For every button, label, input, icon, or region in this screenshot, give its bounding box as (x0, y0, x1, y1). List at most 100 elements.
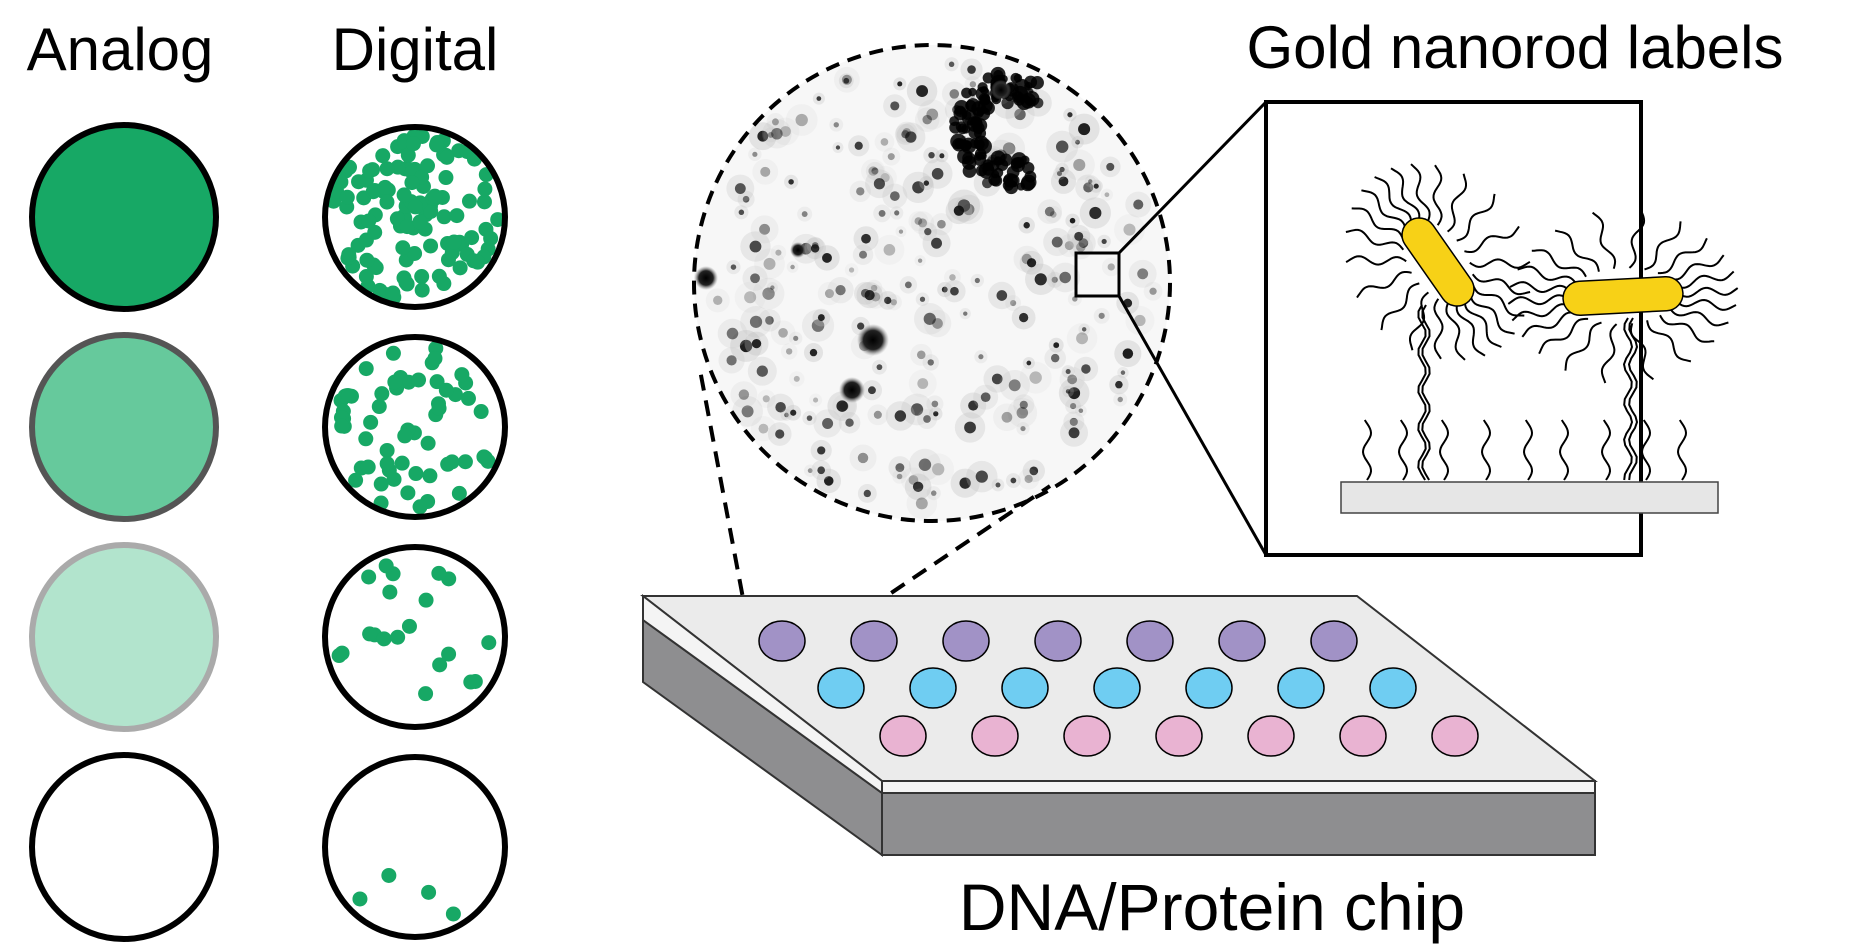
aggregate-particle (961, 87, 972, 99)
digital-dot (371, 399, 387, 415)
digital-spot-outline (322, 544, 508, 730)
zoom-dash-right (803, 484, 1052, 653)
digital-dot (438, 382, 454, 398)
aggregate-particle (1010, 157, 1023, 169)
particle (750, 273, 760, 284)
particle-cluster (857, 324, 889, 356)
digital-dot (421, 884, 437, 900)
particle (822, 252, 832, 263)
particle-halo (926, 395, 944, 413)
particle (1074, 231, 1084, 241)
digital-dot (390, 629, 406, 645)
particle (763, 257, 776, 270)
dna-strand (1438, 419, 1450, 481)
particle (1002, 142, 1016, 155)
particle (1078, 408, 1084, 414)
particle (744, 291, 757, 304)
dna-strand (1531, 249, 1587, 278)
particle (868, 386, 876, 395)
chip-spot-purple (758, 620, 806, 662)
particle (964, 421, 976, 434)
particle (752, 151, 758, 157)
particle (1123, 223, 1136, 236)
dna-strand (1421, 304, 1431, 481)
particle (801, 211, 808, 218)
particle (726, 327, 739, 340)
particle (923, 312, 936, 325)
particle (953, 205, 965, 216)
particle-halo (1016, 422, 1030, 436)
particle (949, 89, 960, 99)
particle (1026, 258, 1037, 268)
particle (1058, 176, 1069, 187)
particle (1026, 360, 1032, 366)
digital-spot-outline (322, 124, 508, 310)
digital-dot (395, 240, 411, 256)
particle-halo (770, 244, 787, 261)
particle (816, 96, 822, 101)
digital-dot (431, 400, 447, 416)
particle-halo (1075, 404, 1087, 417)
chip-spot-pink (1247, 715, 1295, 757)
aggregate-particle (961, 155, 977, 170)
particle (968, 400, 979, 411)
particle-halo (705, 288, 730, 313)
particle-halo (1057, 234, 1081, 258)
dna-strand (1390, 167, 1421, 222)
particle-halo (974, 350, 988, 364)
digital-dot (360, 459, 376, 475)
particle (795, 113, 808, 127)
particle (1106, 162, 1115, 171)
particle (1073, 158, 1086, 172)
particle (887, 153, 895, 161)
dna-strand (1471, 273, 1531, 296)
particle-halo (834, 66, 860, 93)
particle-halo (914, 255, 926, 267)
dna-strand (1509, 281, 1571, 294)
particle-halo (993, 403, 1021, 432)
digital-dot (352, 891, 368, 907)
substrate-surface (1340, 481, 1719, 514)
particle (1051, 276, 1058, 283)
chip-spot-pink (971, 715, 1019, 757)
particle-halo (770, 320, 796, 346)
digital-dot (401, 618, 417, 634)
particle (1014, 108, 1026, 121)
particle (1098, 312, 1105, 319)
digital-dot (397, 428, 413, 444)
particle (757, 130, 769, 142)
zoom-box (1074, 251, 1121, 298)
particle-halo (750, 215, 779, 244)
digital-dot (408, 466, 424, 482)
microscopy-image (692, 43, 1172, 523)
digital-dot (449, 208, 465, 224)
digital-dot (451, 485, 467, 501)
dna-strand (1480, 419, 1492, 481)
digital-dot (412, 214, 428, 230)
particle (833, 122, 839, 128)
digital-dot (387, 374, 403, 390)
dna-protein-chip (640, 593, 1598, 857)
digital-dot (359, 252, 375, 268)
digital-dot (457, 454, 473, 470)
digital-dot (464, 230, 480, 246)
digital-dot (396, 187, 412, 203)
particle (770, 285, 775, 290)
particle (918, 458, 932, 471)
particle (1072, 296, 1078, 302)
digital-dot (378, 558, 394, 574)
digital-dot (394, 455, 410, 471)
digital-dot (363, 414, 379, 430)
particle (1020, 426, 1026, 432)
particle (1149, 287, 1157, 295)
digital-dot (414, 269, 430, 285)
particle (884, 296, 892, 305)
particle-halo (786, 261, 799, 273)
particle (1034, 273, 1047, 286)
particle (937, 219, 946, 229)
digital-dot (407, 199, 423, 215)
particle (916, 350, 926, 360)
particle (880, 138, 889, 146)
digital-dot (420, 435, 436, 451)
